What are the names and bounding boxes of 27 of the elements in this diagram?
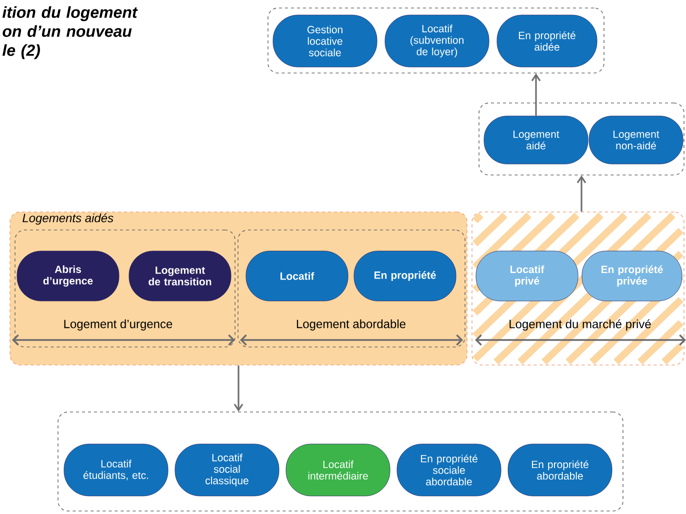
pill: En propriété aidée [496,14,598,68]
title: ition du logement on d’un nouveau le (2) [2,6,138,60]
arrow [576,175,586,212]
pill: Logement non-aidé [588,116,684,164]
arrow [234,365,244,412]
pill: Locatif (subvention de loyer) [384,14,490,68]
pill: En propriété [354,250,456,302]
pill: Locatif étudiants, etc. [64,444,168,496]
pill: En propriété abordable [508,444,612,496]
group-heading: Logement du marché privé [510,319,651,331]
group-heading: Logement d’urgence [64,319,172,331]
pill: En propriété sociale abordable [396,444,502,496]
pill: Locatif privé [476,250,578,302]
pill: En propriété privée [582,250,682,302]
pill: Locatif intermédiaire [286,444,390,496]
pill: Gestion locative sociale [272,14,378,68]
group-heading: Logement abordable [296,319,406,331]
pill: Logement aidé [484,116,588,164]
pill: Abris d’urgence [16,250,120,302]
dashed-group-frame [268,8,604,74]
dashed-group-frame [478,102,684,176]
pill: Locatif social classique [174,444,280,496]
pill: Locatif [246,250,348,302]
arrow [531,73,541,116]
pill: Logement de transition [128,250,232,302]
dashed-group-frame [58,412,624,512]
group-heading: Logements aidés [22,213,114,225]
